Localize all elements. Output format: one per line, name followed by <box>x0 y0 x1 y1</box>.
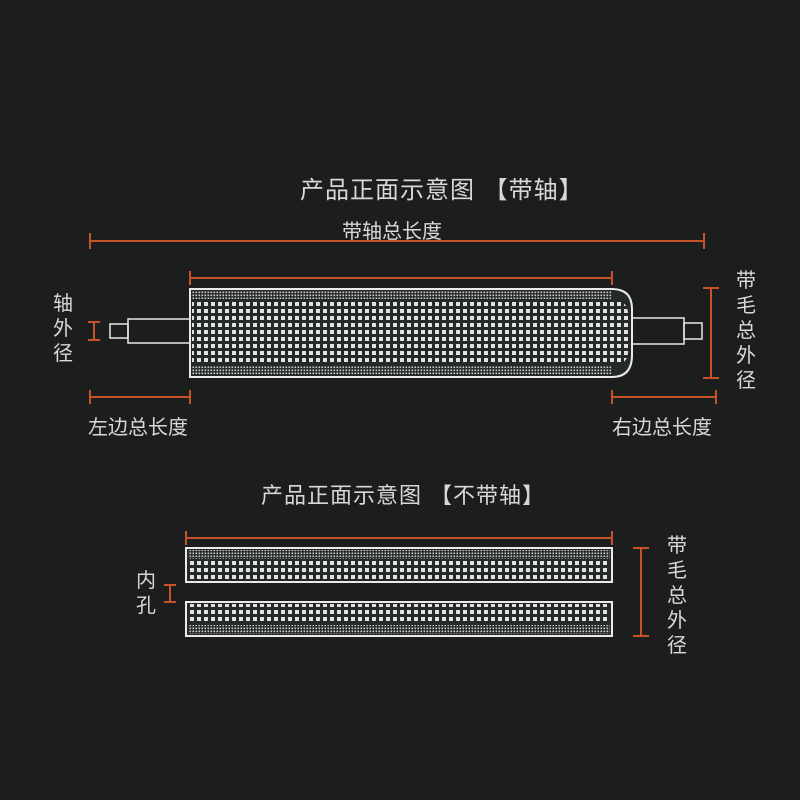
brush-upper-half <box>185 547 613 583</box>
brush-lower-half <box>185 601 613 637</box>
dimension-total-length <box>89 233 705 249</box>
dimension-brush-length-bottom <box>185 531 613 545</box>
right-shaft <box>623 317 703 345</box>
left-shaft <box>109 318 191 344</box>
dimension-shaft-diameter <box>88 321 100 341</box>
left-length-label: 左边总长度 <box>88 415 188 439</box>
dimension-brush-diameter-bottom <box>633 547 649 637</box>
brush-diameter-label-top: 带毛总外径 <box>736 268 756 392</box>
diagram-title-without-shaft: 产品正面示意图 【不带轴】 <box>261 484 545 509</box>
brush-diameter-label-bottom: 带毛总外径 <box>667 533 687 657</box>
shaft-diameter-label: 轴外径 <box>53 291 73 365</box>
inner-hole-label: 内孔 <box>136 568 156 617</box>
dimension-brush-length <box>189 271 613 285</box>
dimension-inner-hole <box>164 584 176 603</box>
dimension-left-length <box>89 390 191 404</box>
dimension-brush-diameter-top <box>703 287 719 379</box>
brush-body-with-shaft <box>189 288 633 378</box>
right-length-label: 右边总长度 <box>612 415 712 439</box>
total-length-label: 带轴总长度 <box>342 219 442 243</box>
dimension-right-length <box>611 390 717 404</box>
diagram-title-with-shaft: 产品正面示意图 【带轴】 <box>300 176 584 204</box>
